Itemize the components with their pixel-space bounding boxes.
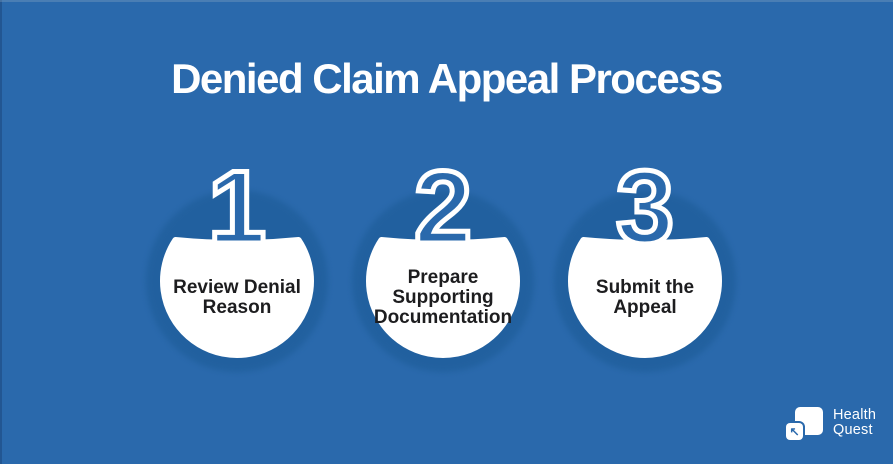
logo-name-line2: Quest [833, 422, 873, 438]
step-label-line: Submit the [595, 277, 695, 298]
step-label-line: Supporting [392, 287, 494, 308]
logo-text: Health Quest [833, 408, 876, 438]
step-circle [366, 237, 520, 358]
logo-icon: ↖ [786, 405, 827, 443]
logo-small-square: ↖ [786, 423, 803, 440]
step-label-line: Review Denial [173, 277, 301, 298]
step-3: 3 Submit the Appeal [545, 148, 745, 376]
step-number: 2 [414, 150, 472, 266]
step-circle [160, 237, 314, 358]
step-label: Prepare Supporting Documentation [353, 240, 533, 356]
step-label: Review Denial Reason [147, 240, 327, 356]
step-label: Submit the Appeal [555, 240, 735, 356]
step-2-graphic: 2 [352, 148, 534, 372]
step-number: 1 [208, 150, 266, 266]
step-label-line: Reason [202, 297, 272, 318]
step-label-line: Prepare [407, 267, 479, 288]
step-label-line: Documentation [373, 307, 513, 328]
logo-name-line1: Health [833, 407, 877, 423]
step-number: 3 [616, 150, 674, 266]
step-circle [568, 237, 722, 358]
step-1-graphic: 1 [146, 148, 328, 372]
step-3-graphic: 3 [554, 148, 736, 372]
step-1: 1 Review Denial Reason [137, 148, 337, 376]
page-title: Denied Claim Appeal Process [171, 55, 723, 102]
step-2: 2 Prepare Supporting Documentation [343, 148, 543, 376]
expand-arrow-icon: ↖ [789, 424, 800, 438]
step-label-line: Appeal [613, 297, 677, 318]
logo: ↖ Health Quest [786, 405, 876, 443]
